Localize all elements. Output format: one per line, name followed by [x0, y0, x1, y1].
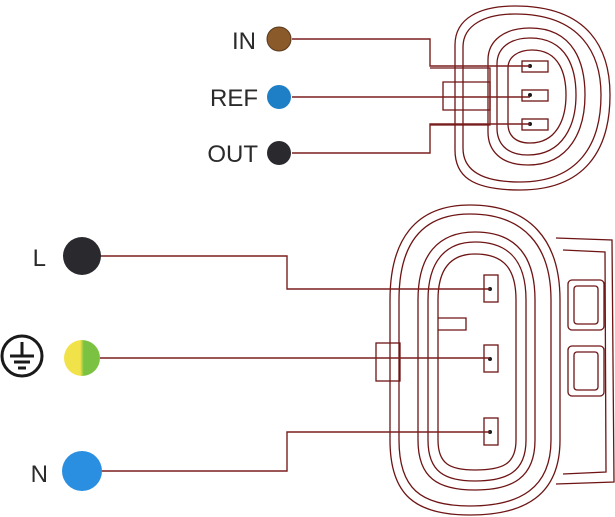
sensor-connector-housing — [454, 5, 611, 191]
sensor-connector-inner-oval-3 — [507, 49, 567, 144]
sensor-connector-inner-oval-2 — [496, 37, 577, 156]
power-connector-inner-oval-3 — [437, 253, 517, 471]
power-connector-latch-window-2-inner — [573, 351, 599, 391]
sensor-pin-box-2 — [521, 89, 549, 102]
power-connector-key — [438, 317, 467, 331]
neutral-label: N — [31, 461, 48, 488]
sensor-connector-key-inner — [442, 81, 491, 111]
power-connector-inner-oval-2 — [427, 241, 527, 482]
power-connector-inner-oval — [417, 231, 536, 491]
power-connector-latch-window-1-inner — [573, 285, 599, 325]
line-label: L — [33, 245, 46, 272]
power-connector-latch-window-1 — [567, 279, 605, 331]
ref-terminal-dot — [267, 85, 291, 109]
power-connector-latch-window-2 — [567, 345, 605, 397]
in-terminal-dot — [266, 26, 292, 52]
wire-neutral — [100, 431, 490, 472]
sensor-connector-housing-inner — [462, 13, 602, 183]
wire-out — [292, 123, 530, 154]
power-connector-housing-inner — [398, 213, 552, 507]
sensor-connector — [430, 5, 611, 191]
ground-symbol-icon — [0, 334, 44, 378]
in-label: IN — [232, 28, 256, 55]
earth-terminal-dot — [64, 340, 100, 376]
line-terminal-dot — [63, 237, 101, 275]
power-connector-latch — [555, 237, 615, 485]
out-label: OUT — [207, 141, 258, 168]
neutral-terminal-dot — [62, 451, 102, 491]
out-terminal-dot — [267, 141, 291, 165]
sensor-connector-inner-oval — [487, 27, 586, 166]
power-connector-latch-inner — [562, 249, 607, 475]
sensor-pin-contact-2 — [528, 93, 532, 97]
power-connector — [375, 204, 615, 516]
wire-in — [292, 38, 530, 67]
wire-line — [100, 255, 490, 290]
power-connector-housing — [389, 204, 561, 516]
ref-label: REF — [210, 85, 258, 112]
power-connector-side-tab — [375, 342, 401, 382]
